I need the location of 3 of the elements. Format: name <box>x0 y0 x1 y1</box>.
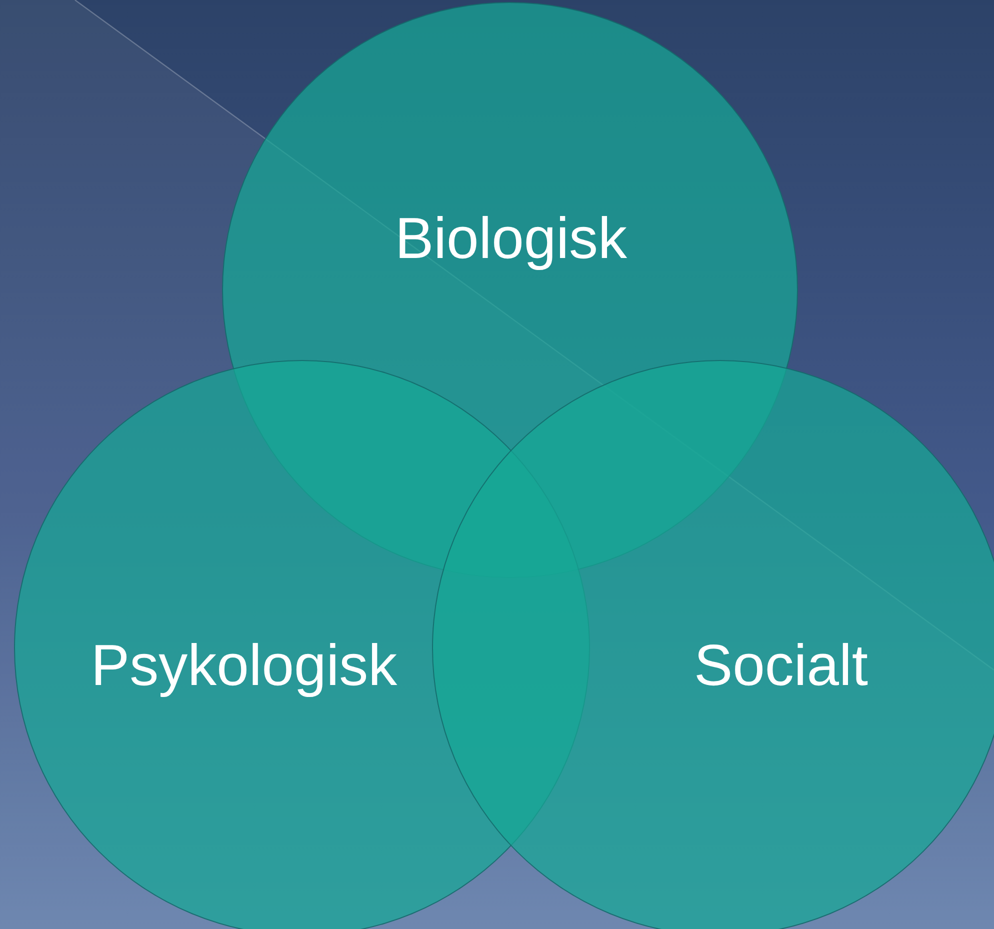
circle-label: Psykologisk <box>90 634 398 698</box>
circle-label: Biologisk <box>394 207 628 271</box>
circle-label: Socialt <box>694 634 868 698</box>
